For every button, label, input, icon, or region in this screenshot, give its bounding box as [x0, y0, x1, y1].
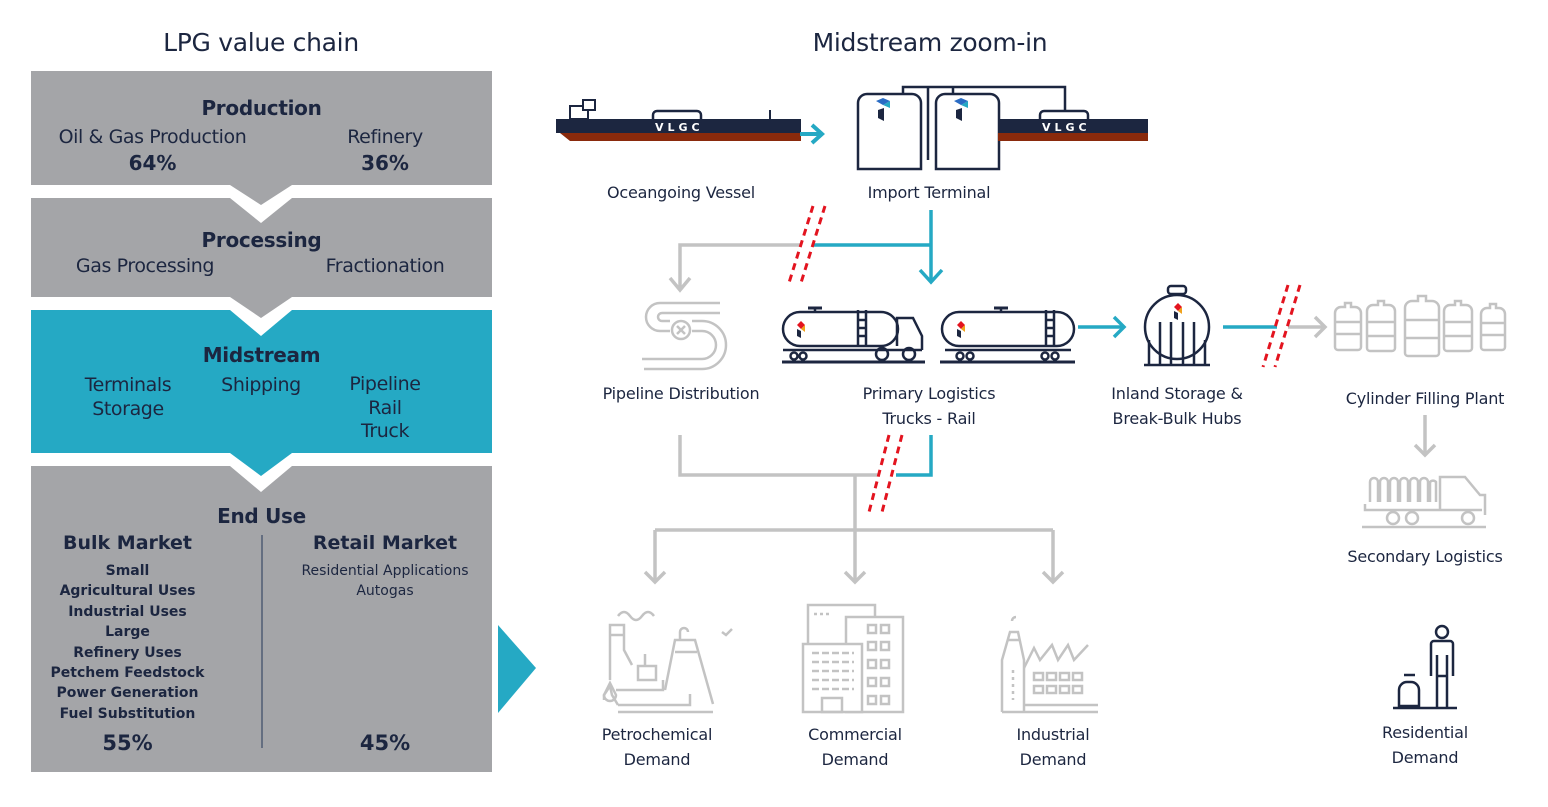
- retail-item: Autogas: [356, 583, 414, 600]
- stage-processing-box: [31, 198, 492, 318]
- label-line: Demand: [1391, 747, 1459, 767]
- zoom-pointer-arrow: [498, 625, 536, 713]
- bulk-item: Agricultural Uses: [59, 583, 196, 600]
- node-label-secondary: Secondary Logistics: [1347, 547, 1503, 566]
- label-line: Trucks - Rail: [882, 408, 976, 428]
- midstream-column-2: Shipping: [200, 373, 322, 397]
- stage-production-box: [31, 71, 492, 205]
- bulk-item: Petchem Feedstock: [50, 665, 205, 682]
- midstream-item: Pipeline: [349, 373, 421, 395]
- midstream-item: Truck: [360, 420, 410, 442]
- stage-midstream-box: [31, 310, 492, 476]
- flow-line-teal: [896, 435, 933, 477]
- bulk-item: Power Generation: [56, 685, 199, 702]
- production-item-share: 36%: [361, 151, 409, 175]
- bulk-item: Fuel Substitution: [59, 705, 196, 722]
- midstream-item: Rail: [368, 396, 402, 419]
- bulk-market-heading: Bulk Market: [63, 532, 192, 554]
- import-terminal-icon: [856, 85, 1148, 171]
- processing-item-label: Gas Processing: [75, 255, 215, 277]
- node-label-petrochemical: Petrochemical Demand: [557, 723, 757, 772]
- midstream-item: Storage: [92, 398, 164, 420]
- factory-icon: [1000, 615, 1098, 714]
- petrochemical-plant-icon: [602, 610, 733, 714]
- production-item-share: 64%: [128, 151, 177, 175]
- processing-item-label: Fractionation: [325, 255, 445, 277]
- right-panel-title: Midstream zoom-in: [812, 28, 1048, 57]
- stage-production-title: Production: [201, 96, 322, 120]
- vessel-name-2: VLGC: [1042, 121, 1091, 134]
- node-label-pipeline: Pipeline Distribution: [602, 384, 760, 403]
- flow-line-grey: [643, 435, 1065, 585]
- retail-market-heading: Retail Market: [312, 532, 458, 554]
- gas-cylinders-icon: [1333, 294, 1507, 358]
- label-line: Demand: [821, 749, 889, 769]
- node-label-residential: Residential Demand: [1325, 721, 1525, 770]
- person-with-cylinder-icon: [1393, 624, 1457, 710]
- node-label-primary: Primary Logistics Trucks - Rail: [819, 382, 1039, 431]
- node-label-vessel: Oceangoing Vessel: [606, 183, 756, 202]
- label-line: Commercial: [808, 725, 902, 744]
- bulk-item: Refinery Uses: [73, 644, 182, 661]
- label-line: Inland Storage &: [1111, 384, 1243, 403]
- break-mark-icon: [786, 205, 827, 287]
- stage-processing-title: Processing: [201, 228, 322, 252]
- node-label-terminal: Import Terminal: [867, 183, 991, 202]
- bulk-item: Large: [105, 624, 150, 641]
- flow-arrow-grey: [1288, 315, 1328, 339]
- production-item-label: Refinery: [347, 126, 423, 148]
- midstream-item: Terminals: [84, 374, 172, 396]
- bulk-market-items: Small Agricultural Uses Industrial Uses …: [35, 561, 220, 724]
- tank-truck-icon: [781, 306, 925, 364]
- flow-arrow-grey: [1413, 415, 1437, 458]
- cylinder-truck-icon: [1362, 475, 1487, 529]
- production-item-label: Oil & Gas Production: [58, 126, 247, 148]
- bulk-item: Industrial Uses: [68, 603, 187, 620]
- node-label-inland: Inland Storage & Break-Bulk Hubs: [1077, 382, 1277, 431]
- label-line: Industrial: [1016, 725, 1090, 744]
- break-mark-icon: [1261, 284, 1302, 368]
- node-label-industrial: Industrial Demand: [953, 723, 1153, 772]
- node-label-cylinder: Cylinder Filling Plant: [1345, 389, 1505, 408]
- stage-enduse-title: End Use: [217, 504, 306, 528]
- left-panel-title: LPG value chain: [163, 28, 359, 57]
- stage-midstream-title: Midstream: [202, 343, 321, 367]
- flow-arrow-teal: [1078, 315, 1127, 339]
- retail-market-items: Residential Applications Autogas: [285, 561, 485, 602]
- vlgc-vessel-icon: VLGC: [556, 99, 801, 141]
- break-mark-icon: [866, 434, 904, 517]
- retail-market-share: 45%: [359, 731, 411, 755]
- flow-line-teal: [812, 210, 944, 285]
- label-line: Break-Bulk Hubs: [1112, 408, 1242, 428]
- midstream-column-3: Pipeline Rail Truck: [325, 373, 445, 444]
- office-building-icon: [801, 603, 905, 714]
- pipeline-icon: [642, 301, 728, 371]
- label-line: Demand: [1019, 749, 1087, 769]
- label-line: Petrochemical: [601, 725, 713, 744]
- bulk-market-share: 55%: [102, 731, 153, 755]
- label-line: Primary Logistics: [862, 384, 996, 403]
- vessel-name: VLGC: [655, 121, 704, 134]
- retail-item: Residential Applications: [301, 563, 469, 579]
- storage-sphere-icon: [1143, 284, 1211, 367]
- rail-tank-icon: [940, 306, 1076, 364]
- flow-arrow-teal: [800, 123, 825, 145]
- label-line: Demand: [623, 749, 691, 769]
- bulk-item: Small: [105, 563, 150, 579]
- label-line: Residential: [1382, 723, 1468, 742]
- midstream-column-1: Terminals Storage: [68, 373, 188, 421]
- node-label-commercial: Commercial Demand: [755, 723, 955, 772]
- midstream-item: Shipping: [221, 374, 301, 396]
- flow-line-grey: [668, 243, 800, 293]
